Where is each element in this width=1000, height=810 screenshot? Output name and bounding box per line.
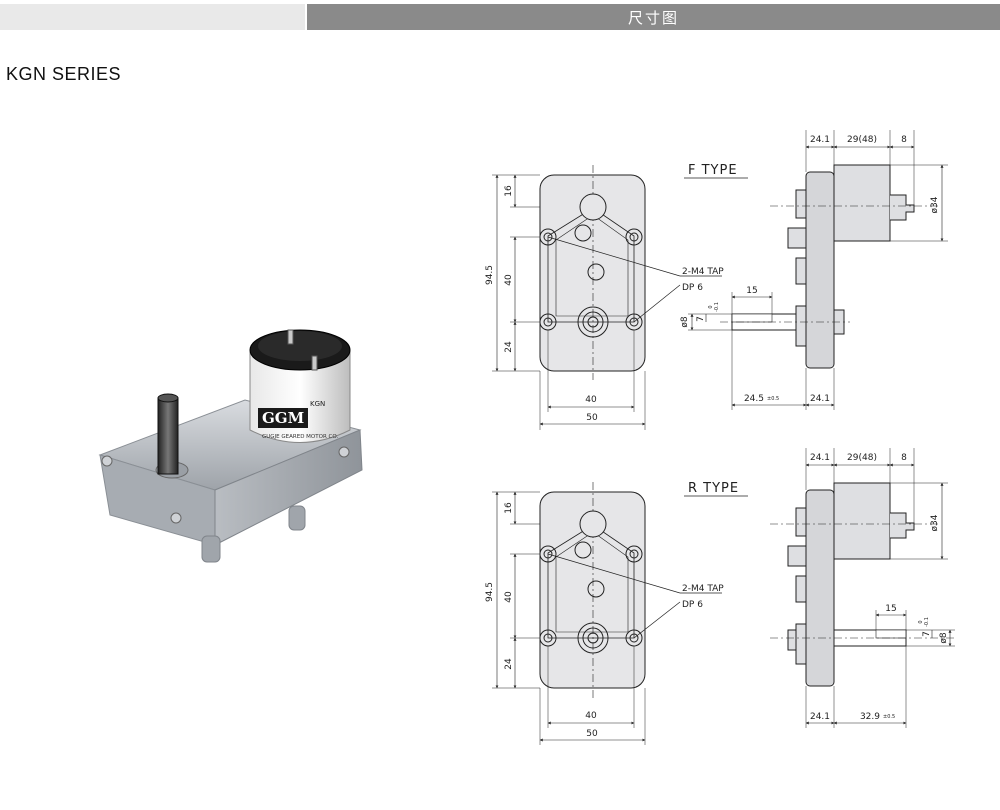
dim-r-mid: 40 bbox=[504, 591, 514, 603]
dim-f-mid: 40 bbox=[504, 274, 514, 286]
dim-f-bottom: 24 bbox=[504, 341, 514, 353]
f-type-side-dims: 24.1 29(48) 8 ø34 15 ø8 7 0 -0.1 24.5 ±0… bbox=[680, 135, 940, 404]
dim-r-shaft-len: 32.9 bbox=[860, 712, 880, 722]
r-type-front-view bbox=[492, 482, 722, 745]
series-label: KGN SERIES bbox=[6, 64, 122, 84]
f-tap-line1: 2-M4 TAP bbox=[682, 267, 724, 277]
dim-r-flat-width: 7 bbox=[922, 631, 932, 637]
photo-brand-text: GGM bbox=[262, 409, 304, 427]
f-type-side-view bbox=[688, 130, 948, 410]
dim-f-gear: 24.1 bbox=[810, 135, 830, 145]
dim-f-shaft-dia: ø8 bbox=[680, 316, 690, 328]
dim-f-motor: 29(48) bbox=[847, 135, 877, 145]
photo-ring-text: GUGJE GEARED MOTOR CO. bbox=[262, 434, 338, 440]
header-left-strip bbox=[0, 4, 305, 30]
dim-f-tol-b: -0.1 bbox=[714, 302, 720, 312]
dim-f-height: 94.5 bbox=[485, 265, 495, 285]
r-type-side-dims: 24.1 29(48) 8 ø34 15 ø8 7 0 -0.1 24.1 32… bbox=[810, 453, 949, 722]
dim-r-shaft-flat: 15 bbox=[885, 604, 896, 614]
dim-r-diameter: ø34 bbox=[930, 514, 940, 531]
r-type-side-view bbox=[770, 448, 955, 728]
dim-r-height: 94.5 bbox=[485, 582, 495, 602]
dim-f-shaft-len: 24.5 bbox=[744, 394, 764, 404]
dim-f-tol-a: 0 bbox=[708, 305, 714, 308]
motor-photo: GGM KGN GUGJE GEARED MOTOR CO. bbox=[98, 329, 363, 563]
dim-f-top: 16 bbox=[504, 185, 514, 197]
dim-r-tol-a: 0 bbox=[918, 620, 924, 623]
f-type-label: F TYPE bbox=[688, 163, 738, 178]
f-type-front-view bbox=[492, 165, 722, 430]
dim-f-inner-width: 40 bbox=[585, 395, 597, 405]
dim-r-top: 16 bbox=[504, 502, 514, 514]
dim-f-flat-width: 7 bbox=[696, 316, 706, 322]
f-tap-line2: DP 6 bbox=[682, 283, 703, 293]
dim-f-shaft-tol: ±0.5 bbox=[767, 396, 779, 402]
photo-model-text: KGN bbox=[310, 400, 325, 408]
r-type-front-dims: 16 94.5 40 24 40 50 2-M4 TAP DP 6 bbox=[485, 502, 724, 739]
dim-r-inner-width: 40 bbox=[585, 711, 597, 721]
dim-r-gear: 24.1 bbox=[810, 453, 830, 463]
dim-f-diameter: ø34 bbox=[930, 196, 940, 213]
r-tap-line2: DP 6 bbox=[682, 600, 703, 610]
r-type-label: R TYPE bbox=[688, 481, 739, 496]
dim-f-terminal: 8 bbox=[901, 135, 907, 145]
dim-r-motor: 29(48) bbox=[847, 453, 877, 463]
dim-f-outer-width: 50 bbox=[586, 413, 598, 423]
dim-r-tol-b: -0.1 bbox=[924, 617, 930, 627]
dim-f-shaft-flat: 15 bbox=[746, 286, 757, 296]
r-tap-line1: 2-M4 TAP bbox=[682, 584, 724, 594]
page-title: 尺寸图 bbox=[307, 4, 1000, 30]
dim-r-shaft-tol: ±0.5 bbox=[883, 714, 895, 720]
dim-r-terminal: 8 bbox=[901, 453, 907, 463]
dim-r-bottom: 24 bbox=[504, 658, 514, 670]
f-type-front-dims: 16 94.5 40 24 40 50 2-M4 TAP DP 6 bbox=[485, 185, 724, 423]
dim-f-gear-bottom: 24.1 bbox=[810, 394, 830, 404]
dim-r-shaft-dia: ø8 bbox=[939, 632, 949, 644]
dim-r-outer-width: 50 bbox=[586, 729, 598, 739]
dim-r-gear-bottom: 24.1 bbox=[810, 712, 830, 722]
